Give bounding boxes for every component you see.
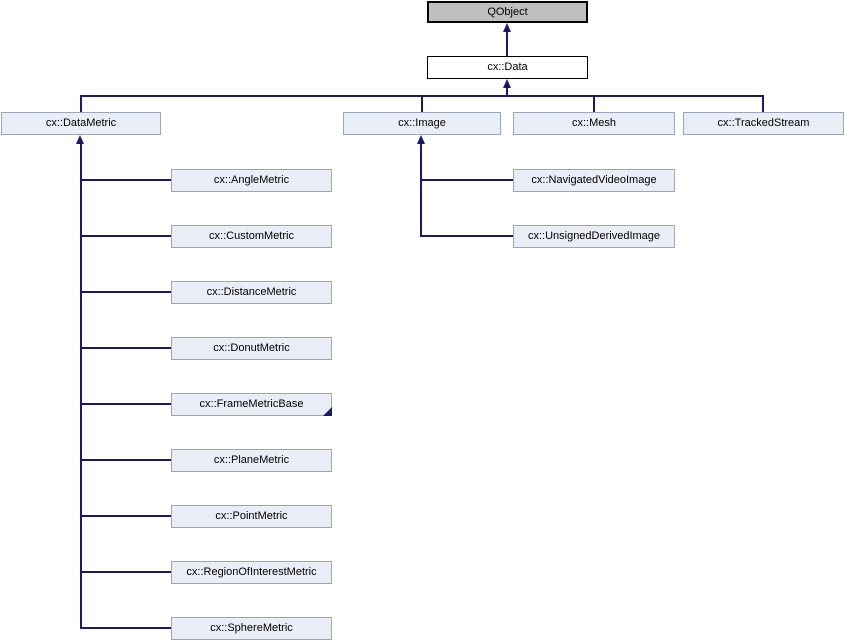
- class-node-cx-distancemetric[interactable]: cx::DistanceMetric: [171, 281, 332, 304]
- class-label: cx::DonutMetric: [213, 342, 290, 354]
- class-node-cx-mesh[interactable]: cx::Mesh: [513, 112, 675, 135]
- class-label: cx::FrameMetricBase: [199, 398, 304, 410]
- edge-line: [420, 235, 513, 237]
- class-node-cx-image[interactable]: cx::Image: [343, 112, 501, 135]
- edge-line: [80, 235, 171, 237]
- truncated-corner-icon: [323, 407, 332, 416]
- class-label: cx::Mesh: [571, 117, 616, 129]
- class-node-cx-regionofinterestmetric[interactable]: cx::RegionOfInterestMetric: [171, 561, 332, 584]
- class-node-cx-unsignedderivedimage[interactable]: cx::UnsignedDerivedImage: [513, 225, 675, 248]
- edge-line: [80, 403, 171, 405]
- arrowhead-icon: [503, 79, 511, 88]
- class-label: cx::AngleMetric: [213, 174, 290, 186]
- class-node-cx-data[interactable]: cx::Data: [427, 56, 588, 79]
- class-label: cx::Data: [487, 61, 528, 73]
- class-label: cx::DataMetric: [45, 117, 117, 129]
- edge-line: [420, 179, 513, 181]
- class-node-cx-planemetric[interactable]: cx::PlaneMetric: [171, 449, 332, 472]
- class-node-cx-datametric[interactable]: cx::DataMetric: [1, 112, 161, 135]
- edge-line: [420, 143, 422, 237]
- edge-line: [80, 515, 171, 517]
- class-label: cx::Image: [398, 117, 446, 129]
- class-label: cx::PlaneMetric: [213, 454, 290, 466]
- class-label: cx::TrackedStream: [717, 117, 810, 129]
- class-label: cx::PointMetric: [215, 510, 288, 522]
- class-node-cx-pointmetric[interactable]: cx::PointMetric: [171, 505, 332, 528]
- arrowhead-icon: [417, 135, 425, 144]
- edge-line: [421, 95, 423, 112]
- edge-line: [80, 179, 171, 181]
- class-label: cx::DistanceMetric: [206, 286, 297, 298]
- class-label: cx::SphereMetric: [210, 622, 293, 634]
- edge-line: [506, 87, 508, 96]
- class-node-cx-framemetricbase[interactable]: cx::FrameMetricBase: [171, 393, 332, 416]
- edge-line: [80, 95, 82, 112]
- edge-line: [506, 31, 508, 56]
- class-node-qobject[interactable]: QObject: [427, 1, 588, 23]
- edge-line: [762, 95, 764, 112]
- edge-line: [593, 95, 595, 112]
- class-node-cx-custommetric[interactable]: cx::CustomMetric: [171, 225, 332, 248]
- class-node-cx-anglemetric[interactable]: cx::AngleMetric: [171, 169, 332, 192]
- class-label: cx::RegionOfInterestMetric: [186, 566, 317, 578]
- edge-line: [80, 143, 82, 629]
- edge-line: [80, 459, 171, 461]
- class-node-cx-spheremetric[interactable]: cx::SphereMetric: [171, 617, 332, 640]
- class-node-cx-donutmetric[interactable]: cx::DonutMetric: [171, 337, 332, 360]
- edge-line: [80, 347, 171, 349]
- class-label: QObject: [487, 5, 528, 18]
- edge-line: [80, 291, 171, 293]
- class-node-cx-trackedstream[interactable]: cx::TrackedStream: [683, 112, 844, 135]
- class-label: cx::CustomMetric: [209, 230, 294, 242]
- edge-line: [80, 627, 171, 629]
- arrowhead-icon: [503, 23, 511, 32]
- arrowhead-icon: [76, 135, 84, 144]
- class-label: cx::NavigatedVideoImage: [531, 174, 657, 186]
- class-label: cx::UnsignedDerivedImage: [527, 230, 661, 242]
- class-node-cx-navigatedvideoimage[interactable]: cx::NavigatedVideoImage: [513, 169, 675, 192]
- edge-line: [80, 571, 171, 573]
